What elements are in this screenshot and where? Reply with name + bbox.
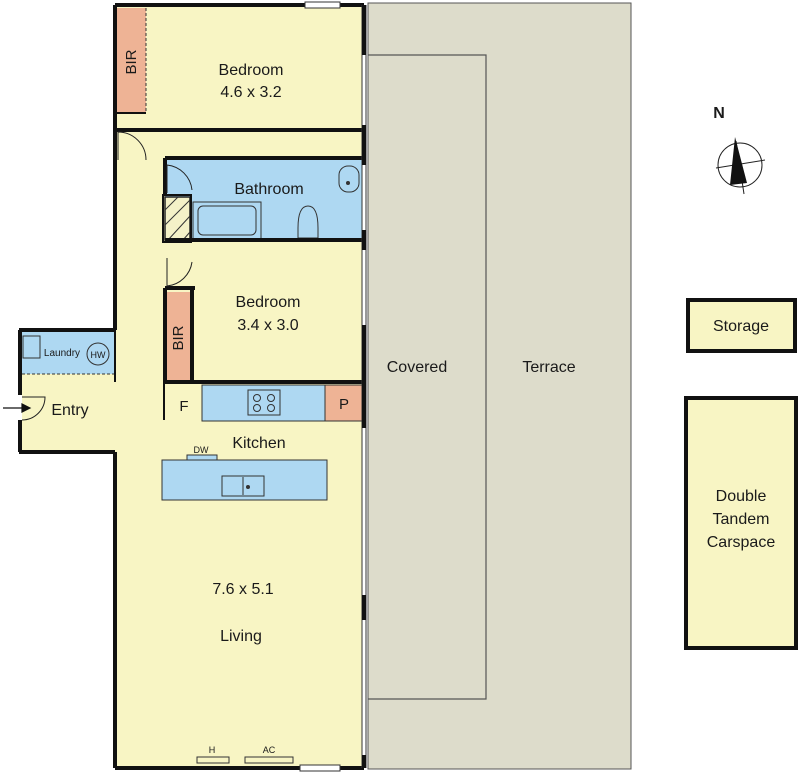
- dishwasher: [186, 454, 218, 461]
- kitchen-sink: [221, 475, 265, 497]
- bedroom-1-dims: 4.6 x 3.2: [220, 84, 281, 101]
- covered-area-outline: [368, 54, 487, 700]
- robe-bedroom-1-label: BIR: [123, 49, 140, 74]
- hot-water-label: HW: [91, 350, 106, 360]
- kitchen-label: Kitchen: [232, 435, 285, 452]
- carspace-label-line-1: Double: [716, 488, 767, 505]
- robe-bedroom-2-label: BIR: [170, 325, 187, 350]
- heater-label: H: [209, 745, 216, 755]
- basin: [338, 165, 360, 193]
- living-dims: 7.6 x 5.1: [212, 581, 273, 598]
- living-name: Living: [220, 628, 262, 645]
- air-conditioner-label: AC: [263, 745, 276, 755]
- air-conditioner: [244, 756, 294, 764]
- toilet: [297, 205, 319, 239]
- bathroom-label: Bathroom: [234, 181, 303, 198]
- bathtub: [192, 201, 262, 240]
- compass-north-label: N: [713, 105, 725, 122]
- storage-label: Storage: [713, 318, 769, 335]
- covered-label: Covered: [387, 359, 447, 376]
- robe-bedroom-1: [115, 8, 146, 113]
- carspace-label-line-3: Carspace: [707, 534, 776, 551]
- dishwasher-label: DW: [194, 445, 209, 455]
- cooktop: [247, 389, 281, 416]
- fridge-label: F: [179, 398, 188, 415]
- kitchen-island: [161, 459, 328, 501]
- hot-water-unit: [86, 342, 110, 366]
- walls: [18, 3, 364, 770]
- bedroom-1-name: Bedroom: [219, 62, 284, 79]
- terrace-label: Terrace: [522, 359, 575, 376]
- entry-label: Entry: [51, 402, 88, 419]
- robe-bedroom-2: [165, 292, 192, 382]
- carspace-label-line-2: Tandem: [713, 511, 770, 528]
- entry-arrow-icon: [3, 403, 32, 413]
- bedroom-2-name: Bedroom: [236, 294, 301, 311]
- pantry: [324, 384, 363, 422]
- compass-icon: [715, 137, 766, 195]
- terrace-area: [367, 2, 632, 770]
- pantry-label: P: [339, 396, 349, 413]
- laundry-label: Laundry: [44, 348, 80, 359]
- carspace-area: [684, 396, 798, 650]
- laundry-tub: [22, 335, 41, 359]
- heater: [196, 756, 230, 764]
- bedroom-2-dims: 3.4 x 3.0: [237, 317, 298, 334]
- storage-area: [686, 298, 797, 353]
